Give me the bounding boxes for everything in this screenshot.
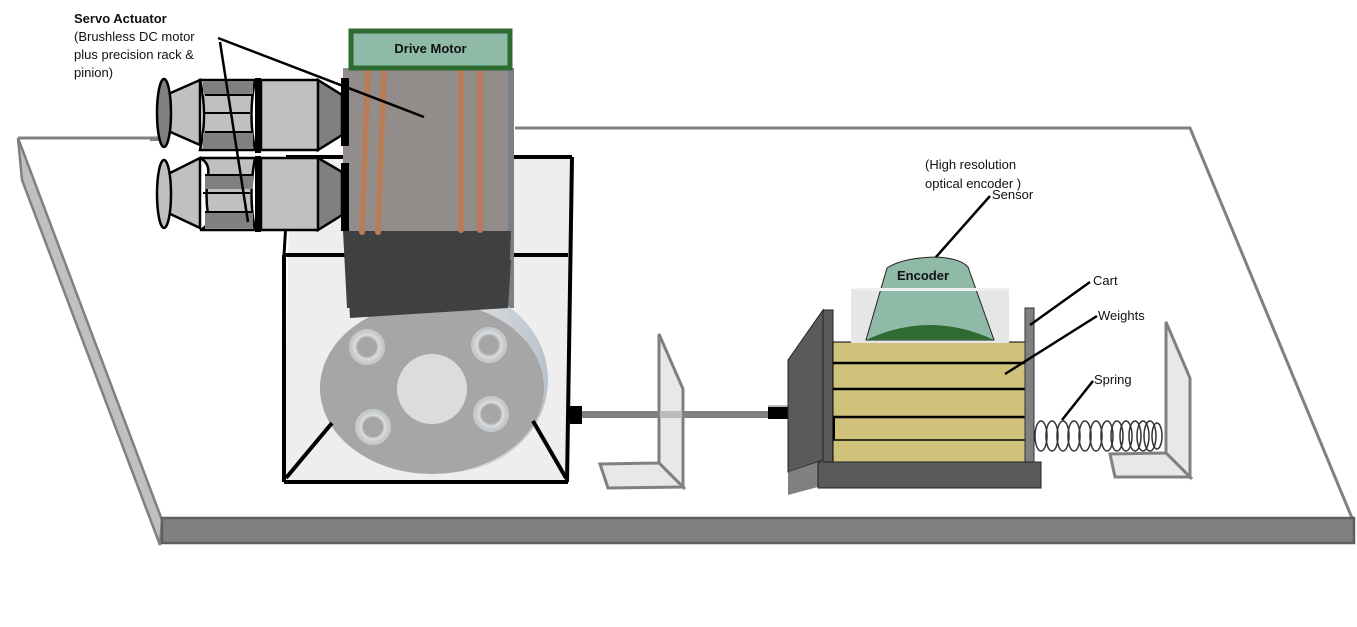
platform-front-edge bbox=[160, 516, 1356, 545]
spring-label: Spring bbox=[1094, 372, 1132, 387]
cart-label: Cart bbox=[1093, 273, 1118, 288]
flange-center-hub bbox=[397, 354, 467, 424]
servo-actuator-desc-line-1: (Brushless DC motor bbox=[74, 29, 195, 44]
flange-bolts bbox=[349, 327, 509, 445]
leader-servo-to-motor bbox=[217, 36, 425, 119]
shaft-guide-bracket bbox=[597, 333, 687, 491]
drive-motor-label: Drive Motor bbox=[394, 41, 467, 56]
drive-motor-label-box bbox=[348, 28, 513, 71]
servo-actuator-label: Servo Actuator bbox=[74, 11, 167, 26]
servo-unit-upper bbox=[150, 77, 349, 153]
leader-lines bbox=[217, 36, 1098, 421]
weight-stack bbox=[832, 341, 1026, 464]
leader-spring bbox=[1061, 380, 1094, 421]
encoder-label: Encoder bbox=[896, 268, 949, 283]
cart-rear-post bbox=[1024, 307, 1035, 464]
end-stop-bracket bbox=[1108, 321, 1194, 481]
cart-base bbox=[817, 461, 1042, 489]
base-platform bbox=[16, 126, 1356, 546]
servo-actuator-desc-line-3: pinion) bbox=[74, 65, 114, 80]
platform-left-side bbox=[16, 137, 164, 546]
servo-unit-lower bbox=[155, 155, 349, 233]
leader-sensor bbox=[935, 195, 991, 258]
servo-actuator-desc-line-2: plus precision rack & bbox=[74, 47, 194, 62]
weights-label: Weights bbox=[1098, 308, 1145, 323]
sensor-label: Sensor bbox=[992, 187, 1034, 202]
spring bbox=[1034, 420, 1163, 452]
leader-servo-to-actuator bbox=[218, 41, 250, 223]
optical-encoder bbox=[851, 256, 1009, 343]
cart-front-plate bbox=[787, 308, 824, 473]
motor-coils bbox=[359, 67, 483, 235]
cart bbox=[787, 307, 1042, 495]
leader-weights bbox=[1004, 314, 1098, 376]
flange-disk bbox=[284, 260, 568, 480]
shaft-coupler-left bbox=[570, 406, 582, 424]
encoder-desc-line-2: optical encoder ) bbox=[925, 176, 1022, 191]
encoder-desc-line-1: (High resolution bbox=[925, 157, 1017, 172]
leader-cart bbox=[1029, 280, 1091, 327]
shaft bbox=[570, 405, 820, 424]
